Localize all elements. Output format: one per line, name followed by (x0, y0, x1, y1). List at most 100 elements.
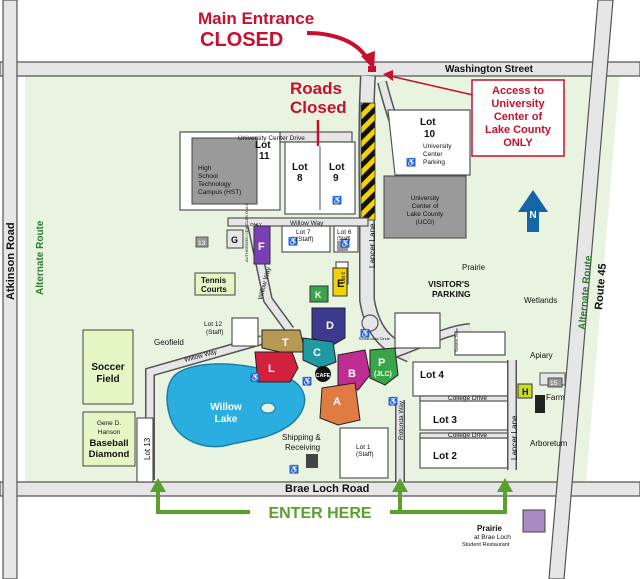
lot-10-label: Lot (420, 117, 436, 128)
willow-lake-label-2: Lake (215, 414, 238, 425)
visitors-parking-label-1: VISITOR'S (428, 279, 470, 289)
access-arrowhead (383, 70, 393, 81)
enter-here-label-bg (250, 502, 390, 522)
ucg-label-4: (UCG) (416, 219, 435, 226)
lancer-lane-bottom-label: Lancer Lane (510, 415, 519, 460)
north-label: N (529, 210, 536, 221)
college-drive-1-label: College Drive (448, 395, 487, 402)
willow-lake-label-1: Willow (210, 402, 242, 413)
hst-label-3: Technology (198, 181, 232, 188)
shipping-label-1: Shipping & (282, 433, 321, 442)
roads-closed-label-1: Roads (290, 79, 342, 98)
lot-10 (387, 109, 471, 176)
shipping-label-2: Receiving (285, 443, 320, 452)
lot-7-label: Lot 7 (296, 229, 311, 236)
ucg-label-2: Center of (412, 203, 439, 210)
building-e (332, 267, 348, 297)
roads-closed-label-2: Closed (290, 98, 347, 117)
accessibility-icon: ♿ (289, 464, 299, 474)
accessibility-icon: ♿ (332, 195, 342, 205)
lot-11-number: 11 (259, 151, 270, 162)
enter-here-label: ENTER HERE (268, 505, 371, 522)
service-lot (454, 331, 506, 356)
lot-3 (419, 399, 511, 431)
building-l (254, 351, 299, 383)
main-entrance-arrowhead (361, 51, 375, 70)
hst-label-2: School (198, 173, 218, 180)
building-15-label: 15 (550, 380, 558, 387)
ucg-label-1: University (411, 195, 440, 202)
alternate-route-left-label: Alternate Route (35, 220, 46, 295)
tennis-courts (194, 272, 236, 296)
route-45-label: Route 45 (593, 263, 609, 310)
lot-8-number: 8 (297, 173, 303, 184)
building-c-label: C (313, 347, 321, 359)
lot-2-label: Lot 2 (433, 451, 457, 462)
baseball-label-4: Diamond (89, 449, 130, 460)
enter-arrow-left (150, 478, 166, 492)
atkinson-road-label: Atkinson Road (5, 222, 17, 300)
access-note-line4: Lake County (485, 124, 552, 136)
tennis-courts-label-2: Courts (201, 285, 227, 294)
shipping-dock (306, 454, 318, 468)
lot-9-label: Lot (329, 162, 345, 173)
rotunda-way-label: Rotunda Way (398, 400, 405, 440)
building-g (226, 229, 244, 249)
university-center-building (383, 175, 467, 239)
lot-10-sub2: Center (423, 151, 443, 158)
soccer-field-label-1: Soccer (91, 362, 124, 373)
building-e-label: E (337, 278, 344, 290)
tennis-courts-label-1: Tennis (201, 276, 227, 285)
lot-12 (231, 317, 259, 347)
prairie-restaurant-building (522, 509, 546, 533)
lot6-building (337, 241, 348, 251)
accessibility-icon: ♿ (388, 396, 398, 406)
building-f-label: F (258, 241, 265, 253)
building-t-label: T (282, 337, 289, 349)
turnaround-circle (361, 314, 379, 332)
soccer-field (82, 329, 134, 405)
visitors-parking-label-2: PARKING (432, 289, 471, 299)
authorized-vehicles-label: AUTHORIZED VEHICLES ONLY (244, 203, 249, 262)
building-13 (195, 236, 209, 248)
north-arrow-icon (518, 190, 548, 232)
lot-13 (136, 417, 154, 483)
accessibility-icon: ♿ (340, 238, 350, 248)
route-45-road (548, 0, 614, 579)
prairie-brae-label-2: at Brae Loch (474, 534, 511, 541)
lot-7 (281, 225, 331, 253)
lot-4 (412, 361, 514, 397)
building-p-label: P (378, 357, 385, 369)
apiary-label: Apiary (530, 351, 553, 360)
lake-island (260, 402, 276, 414)
building-b-label: B (348, 368, 356, 380)
main-entrance-closed-label: CLOSED (200, 29, 283, 51)
farm-label: Farm (546, 393, 565, 402)
building-a-label: A (333, 396, 341, 408)
building-jlc-label: (JLC) (374, 371, 392, 378)
accessibility-icon: ♿ (302, 376, 312, 386)
lot-6-sub: (Staff) (337, 236, 351, 242)
lot-1 (339, 427, 389, 479)
enter-arrow-right (497, 478, 513, 492)
building-k (309, 285, 329, 303)
service-drive-label: Service Drive (454, 327, 459, 352)
washington-street-label: Washington Street (445, 64, 534, 75)
arboretum-label: Arboretum (530, 439, 568, 448)
access-note-line3: Center of (494, 111, 543, 123)
building-l-label: L (268, 363, 275, 375)
lot-6b-label: Lot 6 (341, 272, 347, 283)
building-h-label: H (522, 387, 529, 397)
lot-10-sub3: Parking (423, 159, 445, 166)
access-note-line5: ONLY (503, 137, 533, 149)
lot-9-number: 9 (333, 173, 339, 184)
lot-6-label: Lot 6 (337, 229, 352, 236)
lot-10-sub1: University (423, 143, 452, 150)
college-drive-2-label: College Drive (448, 432, 487, 439)
brae-loch-road-label: Brae Loch Road (285, 483, 369, 495)
lot-2 (419, 437, 511, 469)
closed-road-barrier (360, 102, 376, 221)
main-entrance-label: Main Entrance (198, 9, 314, 28)
